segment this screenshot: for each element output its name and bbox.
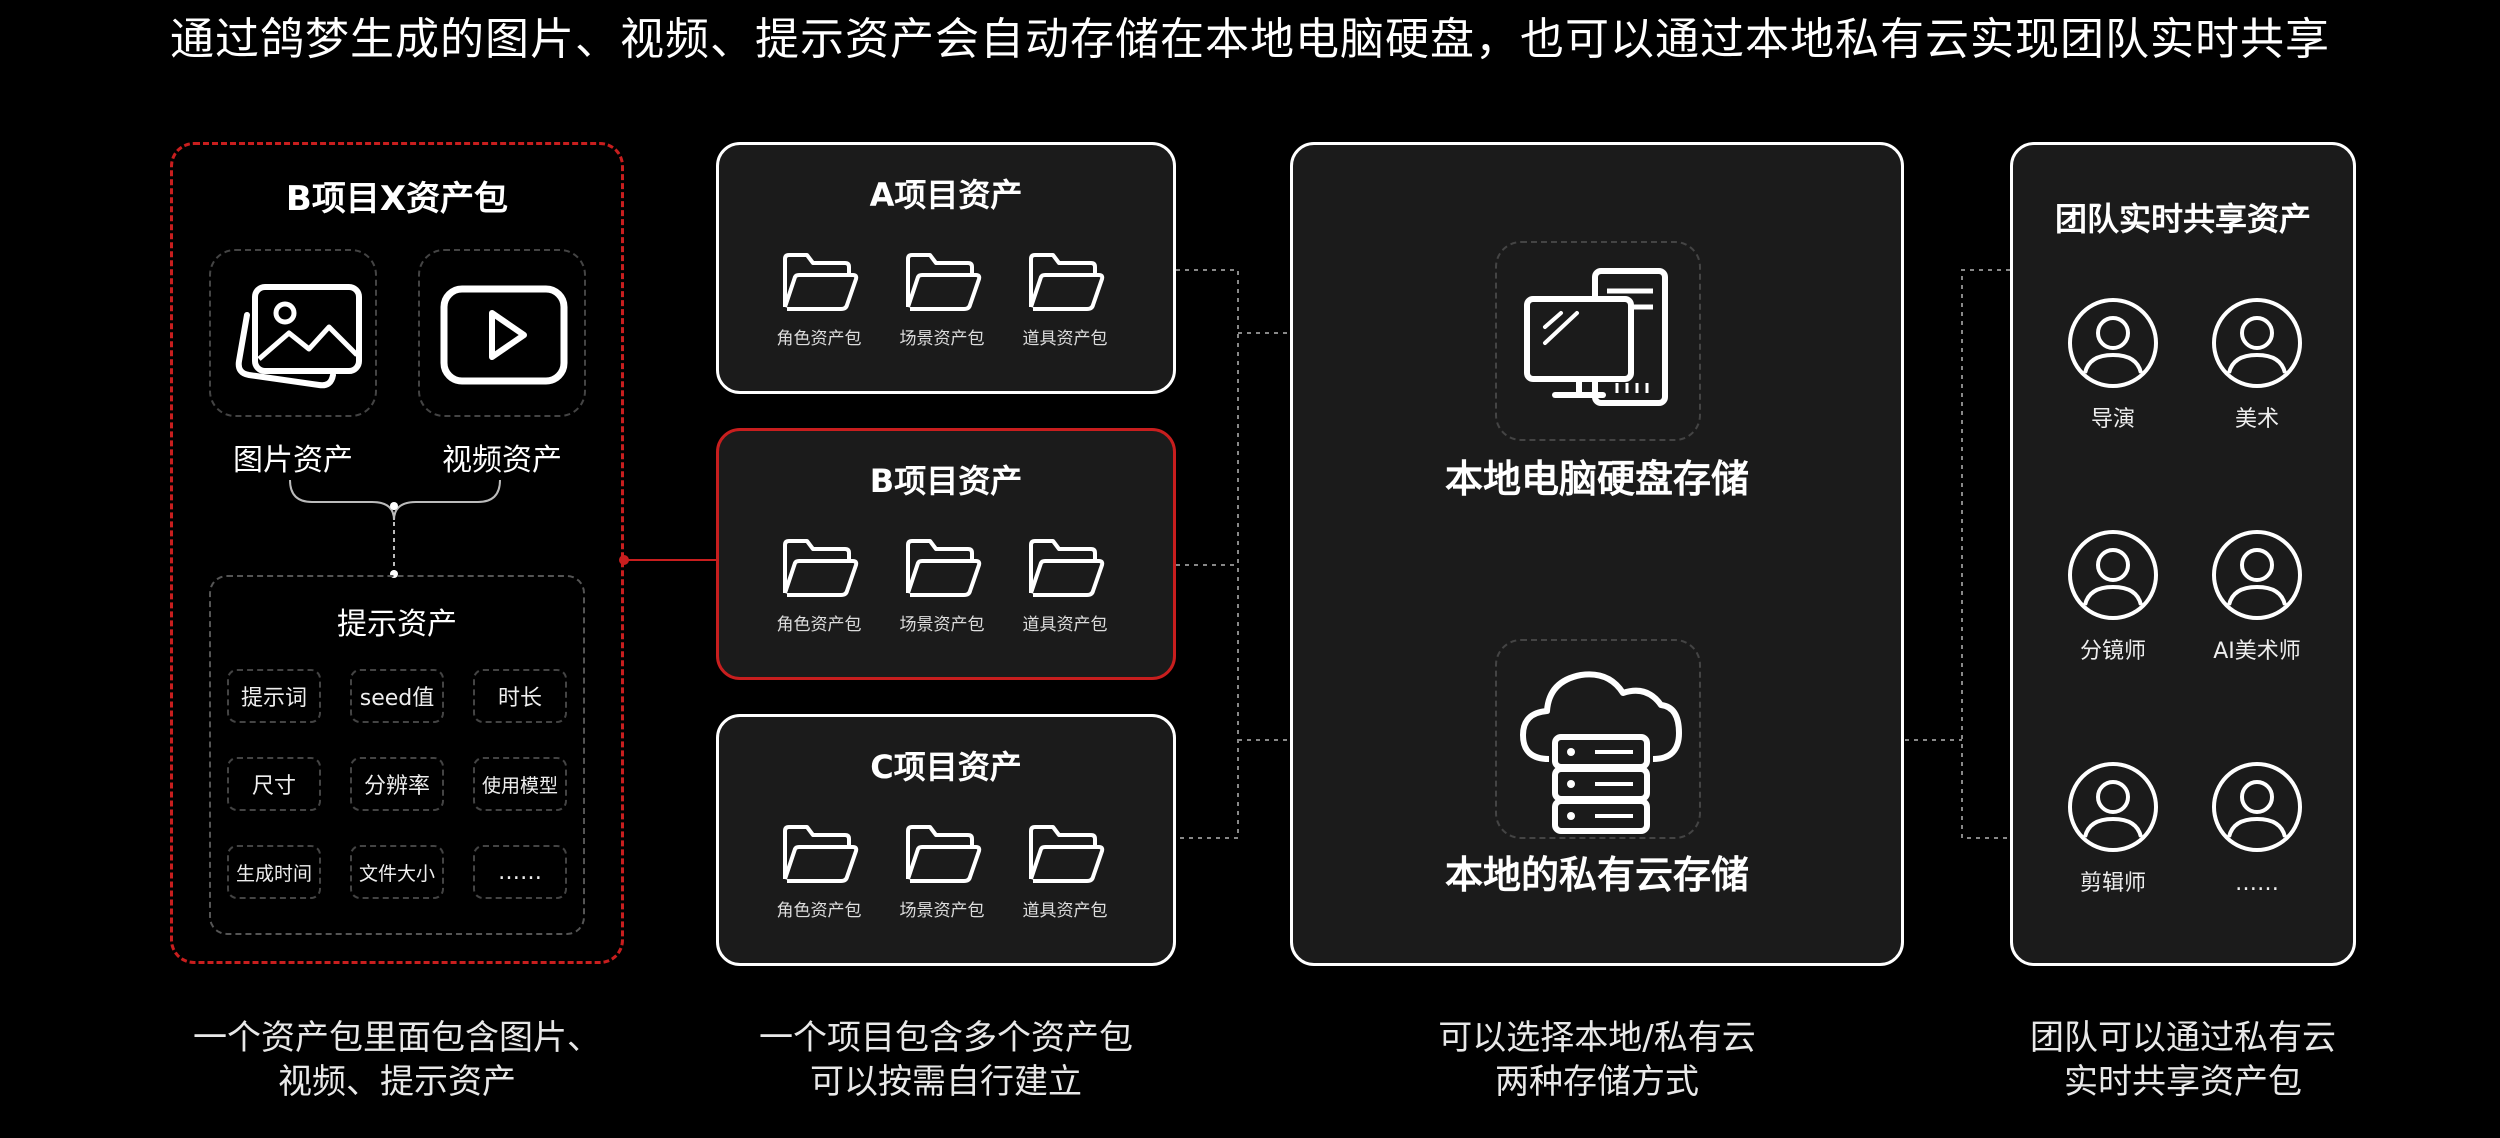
folder-label: 道具资产包 bbox=[1022, 615, 1108, 635]
folder-icon bbox=[783, 539, 859, 597]
storage-card[interactable]: 本地电脑硬盘存储 本地的私有云存储 bbox=[1290, 142, 1904, 966]
user-avatar-icon bbox=[2212, 530, 2302, 620]
folder-icon bbox=[1029, 253, 1105, 311]
folder-role[interactable]: 角色资产包 bbox=[759, 535, 879, 635]
member-label: …… bbox=[2235, 871, 2279, 896]
image-asset-box[interactable] bbox=[209, 249, 377, 417]
user-avatar-icon bbox=[2212, 762, 2302, 852]
tag-duration: 时长 bbox=[473, 669, 567, 723]
folder-label: 道具资产包 bbox=[1022, 901, 1108, 921]
member-label: 导演 bbox=[2090, 407, 2135, 432]
member-director[interactable]: 导演 bbox=[2053, 297, 2173, 433]
tag-size: 尺寸 bbox=[227, 757, 321, 811]
folder-prop[interactable]: 道具资产包 bbox=[1005, 821, 1125, 921]
folder-prop[interactable]: 道具资产包 bbox=[1005, 535, 1125, 635]
folder-icon bbox=[906, 253, 982, 311]
page-title: 通过鸽梦生成的图片、视频、提示资产会自动存储在本地电脑硬盘，也可以通过本地私有云… bbox=[170, 14, 2330, 65]
member-label: 剪辑师 bbox=[2079, 871, 2146, 896]
project-c-card[interactable]: C项目资产 角色资产包 场景资产包 道具资产包 bbox=[716, 714, 1176, 966]
local-pc-icon-box[interactable] bbox=[1495, 241, 1701, 441]
user-avatar-icon bbox=[2068, 298, 2158, 388]
folder-icon bbox=[906, 825, 982, 883]
folder-icon bbox=[783, 825, 859, 883]
caption-line: 视频、提示资产 bbox=[278, 1062, 516, 1102]
member-storyboard[interactable]: 分镜师 bbox=[2053, 529, 2173, 665]
tag-file-size: 文件大小 bbox=[350, 845, 444, 899]
user-avatar-icon bbox=[2212, 298, 2302, 388]
folder-label: 角色资产包 bbox=[776, 615, 862, 635]
tag-prompt-word: 提示词 bbox=[227, 669, 321, 723]
team-title: 团队实时共享资产 bbox=[2054, 200, 2311, 238]
member-more[interactable]: …… bbox=[2197, 761, 2317, 897]
folder-label: 角色资产包 bbox=[776, 329, 862, 349]
folder-label: 道具资产包 bbox=[1022, 329, 1108, 349]
tag-more: …… bbox=[473, 845, 567, 899]
folder-label: 角色资产包 bbox=[776, 901, 862, 921]
folder-role[interactable]: 角色资产包 bbox=[759, 821, 879, 921]
tag-model: 使用模型 bbox=[473, 757, 567, 811]
cloud-icon-box[interactable] bbox=[1495, 639, 1701, 839]
project-c-title: C项目资产 bbox=[870, 748, 1022, 786]
folder-icon bbox=[1029, 825, 1105, 883]
prompt-asset-title: 提示资产 bbox=[337, 607, 457, 642]
image-asset-label: 图片资产 bbox=[233, 443, 353, 478]
caption-line: 团队可以通过私有云 bbox=[2030, 1018, 2336, 1058]
folder-icon bbox=[783, 253, 859, 311]
folder-scene[interactable]: 场景资产包 bbox=[882, 249, 1002, 349]
video-asset-box[interactable] bbox=[418, 249, 586, 417]
caption-line: 两种存储方式 bbox=[1495, 1062, 1699, 1102]
member-label: 分镜师 bbox=[2079, 639, 2146, 664]
member-label: AI美术师 bbox=[2213, 639, 2301, 664]
caption-storage: 可以选择本地/私有云 两种存储方式 bbox=[1347, 1016, 1847, 1104]
asset-bundle-card[interactable]: B项目X资产包 图片资产 视频资产 提示资产 提示词 seed值 时长 尺寸 分… bbox=[170, 142, 624, 964]
member-art[interactable]: 美术 bbox=[2197, 297, 2317, 433]
local-storage-label: 本地电脑硬盘存储 bbox=[1444, 457, 1749, 501]
video-asset-label: 视频资产 bbox=[442, 443, 562, 478]
folder-label: 场景资产包 bbox=[899, 615, 985, 635]
caption-line: 可以按需自行建立 bbox=[810, 1062, 1082, 1102]
member-label: 美术 bbox=[2234, 407, 2279, 432]
folder-role[interactable]: 角色资产包 bbox=[759, 249, 879, 349]
member-editor[interactable]: 剪辑师 bbox=[2053, 761, 2173, 897]
project-b-card[interactable]: B项目资产 角色资产包 场景资产包 道具资产包 bbox=[716, 428, 1176, 680]
prompt-asset-box[interactable]: 提示资产 提示词 seed值 时长 尺寸 分辨率 使用模型 生成时间 文件大小 … bbox=[209, 575, 585, 935]
tag-resolution: 分辨率 bbox=[350, 757, 444, 811]
folder-scene[interactable]: 场景资产包 bbox=[882, 535, 1002, 635]
folder-label: 场景资产包 bbox=[899, 329, 985, 349]
caption-line: 可以选择本地/私有云 bbox=[1438, 1018, 1756, 1058]
caption-projects: 一个项目包含多个资产包 可以按需自行建立 bbox=[696, 1016, 1196, 1104]
folder-scene[interactable]: 场景资产包 bbox=[882, 821, 1002, 921]
project-a-title: A项目资产 bbox=[869, 176, 1023, 214]
cloud-server-icon bbox=[1520, 671, 1682, 834]
caption-line: 实时共享资产包 bbox=[2064, 1062, 2302, 1102]
play-video-icon bbox=[440, 285, 568, 385]
caption-bundle: 一个资产包里面包含图片、 视频、提示资产 bbox=[140, 1016, 654, 1104]
folder-icon bbox=[1029, 539, 1105, 597]
caption-team: 团队可以通过私有云 实时共享资产包 bbox=[1958, 1016, 2408, 1104]
user-avatar-icon bbox=[2068, 762, 2158, 852]
team-card[interactable]: 团队实时共享资产 导演 美术 分镜师 AI美术师 剪辑师 …… bbox=[2010, 142, 2356, 966]
folder-prop[interactable]: 道具资产包 bbox=[1005, 249, 1125, 349]
tag-gen-time: 生成时间 bbox=[227, 845, 321, 899]
desktop-computer-icon bbox=[1524, 268, 1668, 406]
caption-line: 一个资产包里面包含图片、 bbox=[193, 1018, 601, 1058]
bundle-title: B项目X资产包 bbox=[285, 179, 509, 219]
tag-seed: seed值 bbox=[350, 669, 444, 723]
folder-icon bbox=[906, 539, 982, 597]
user-avatar-icon bbox=[2068, 530, 2158, 620]
member-ai-artist[interactable]: AI美术师 bbox=[2197, 529, 2317, 665]
project-a-card[interactable]: A项目资产 角色资产包 场景资产包 道具资产包 bbox=[716, 142, 1176, 394]
cloud-storage-label: 本地的私有云存储 bbox=[1444, 853, 1749, 897]
caption-line: 一个项目包含多个资产包 bbox=[759, 1018, 1133, 1058]
image-icon bbox=[235, 284, 362, 389]
folder-label: 场景资产包 bbox=[899, 901, 985, 921]
project-b-title: B项目资产 bbox=[869, 462, 1023, 500]
